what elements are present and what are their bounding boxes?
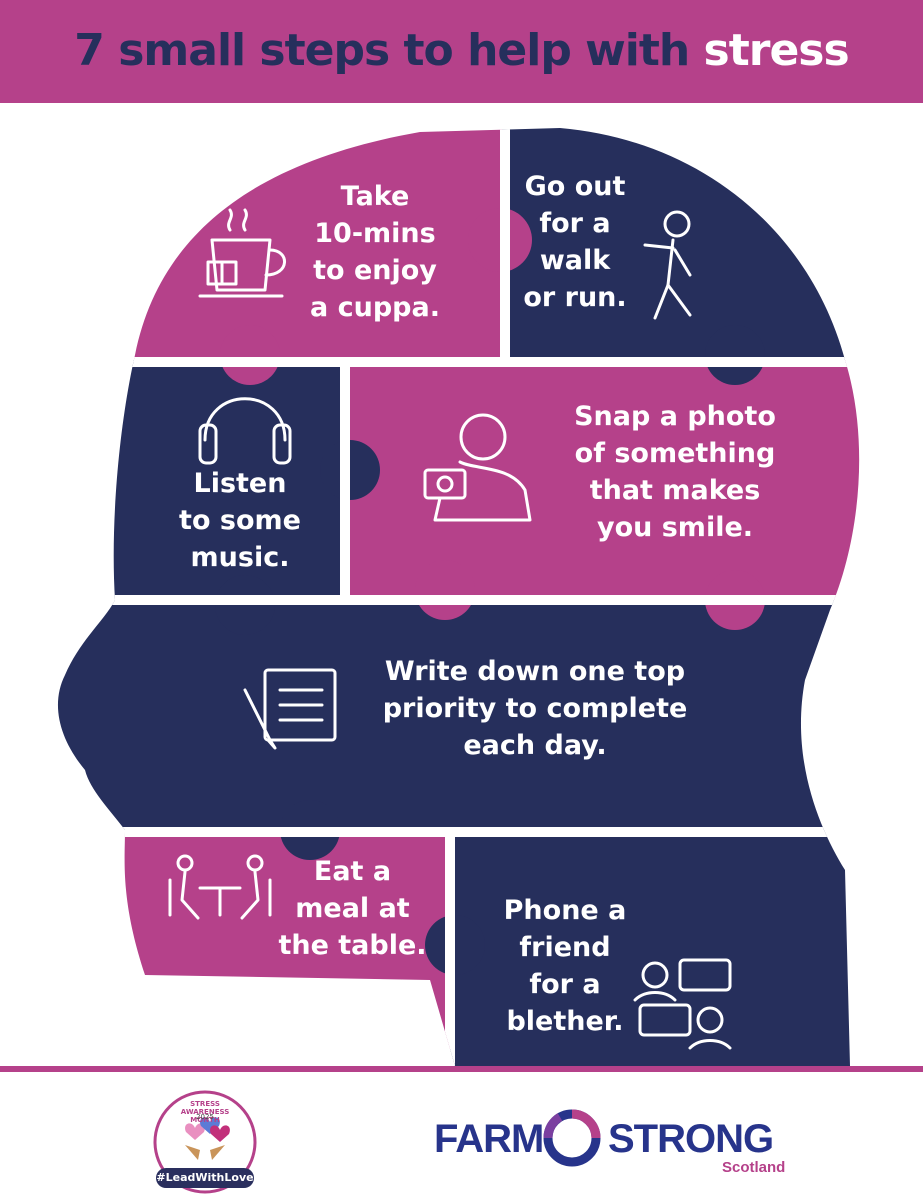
step-phone: Phone a friend for a blether. [503,895,627,1037]
camera-person-icon [423,413,532,522]
logo-subtitle: Scotland [722,1159,786,1176]
farmstrong-ring-logo-icon [543,1109,601,1167]
conversation-icon [633,958,732,1050]
step-cuppa: Take 10-mins to enjoy a cuppa. [310,181,440,323]
step-photo: Snap a photo of something that makes you… [574,401,776,543]
notepad-pen-icon [243,668,337,750]
title-prefix: 7 small steps to help with [74,25,704,76]
badge-hashtag: #LeadWithLove [156,1168,254,1188]
headphones-icon [198,397,292,465]
title-banner: 7 small steps to help with stress [0,0,923,103]
dining-table-icon [168,854,272,920]
page-title: 7 small steps to help with stress [0,23,923,79]
badge-year: 2025 [196,1113,214,1121]
piece-priority [57,600,860,832]
title-highlight: stress [703,25,850,76]
step-music: Listen to some music. [179,468,301,573]
piece-photo [342,360,860,600]
logo-word-strong: STRONG [608,1117,774,1161]
step-priority: Write down one top priority to complete … [382,656,688,761]
step-meal: Eat a meal at the table. [278,856,427,961]
logo-word-farm: FARM [434,1117,544,1161]
tea-cup-icon [198,208,286,298]
piece-phone [450,832,860,1066]
stress-awareness-badge [153,1090,257,1194]
badge-arc-text: STRESS AWARENESS MONTH [180,1100,230,1124]
footer-divider [0,1066,923,1072]
step-walk: Go out for a walk or run. [523,171,627,313]
head-puzzle-illustration [57,128,860,1066]
walking-person-icon [643,210,692,320]
